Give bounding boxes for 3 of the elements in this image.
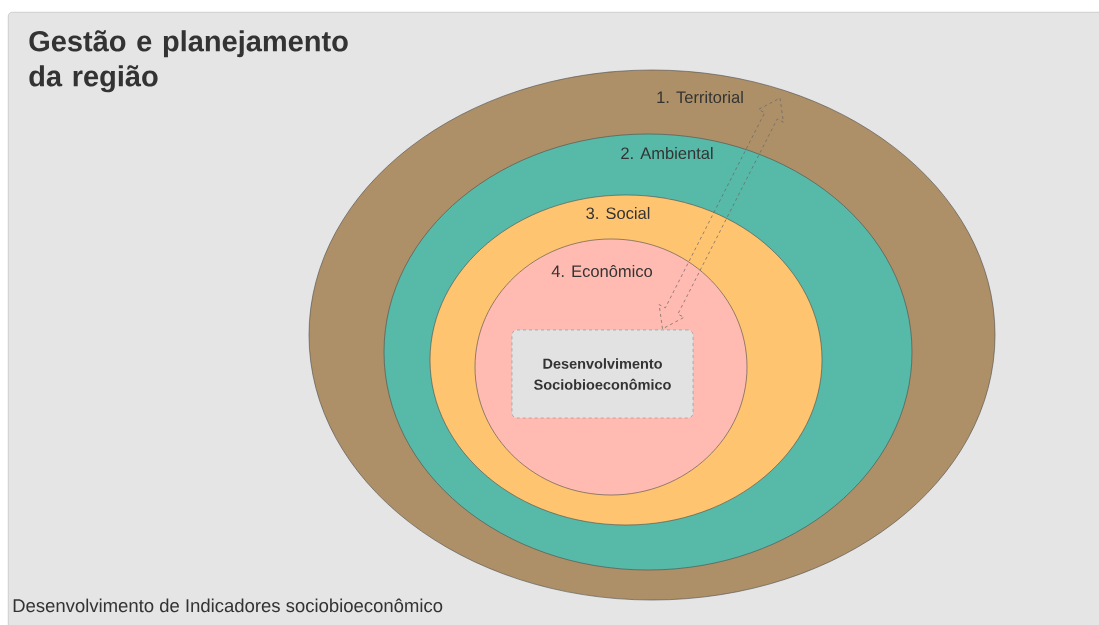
footer-text: Desenvolvimento de Indicadores sociobioeconômico: [13, 598, 443, 613]
double-arrow: [658, 97, 784, 330]
dashed-box: Desenvolvimento Sociobioeconômico: [511, 329, 694, 419]
